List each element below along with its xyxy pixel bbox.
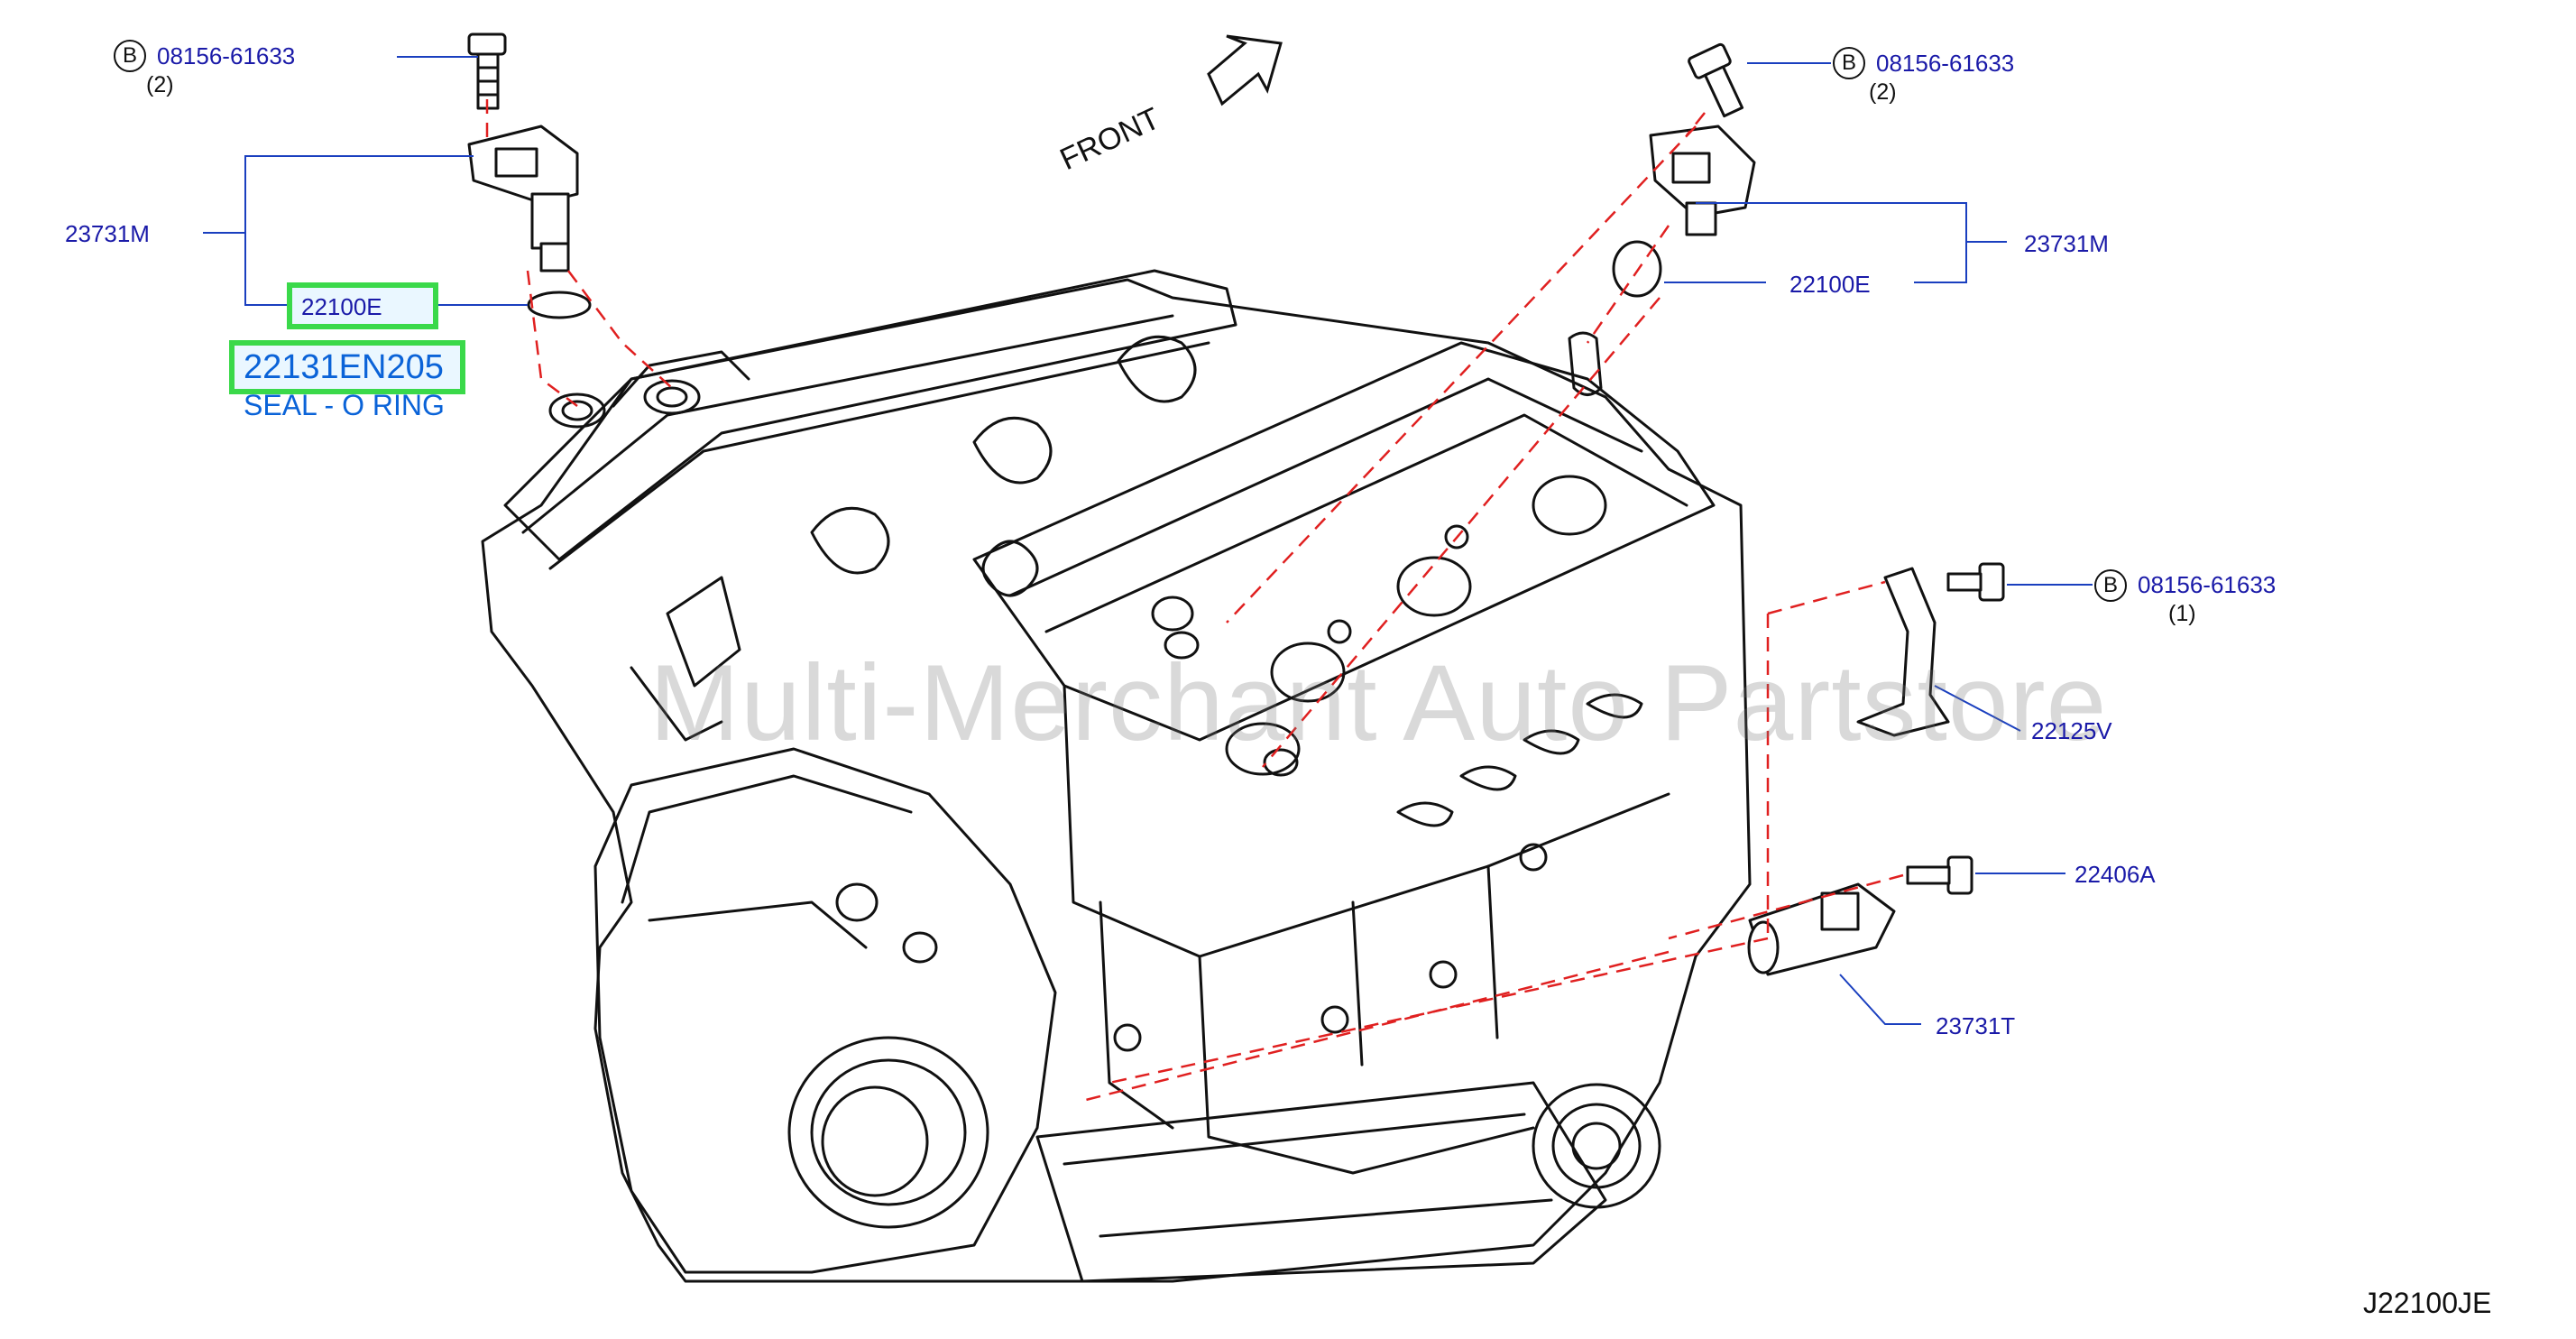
callout-sensor-right[interactable]: 23731M (2024, 230, 2109, 257)
callout-sensor-left[interactable]: 23731M (65, 220, 150, 247)
callout-sensor-knock[interactable]: 23731T (1936, 1012, 2016, 1039)
oil-pan (1035, 1081, 1607, 1283)
callout-bolt-bracket[interactable]: 08156-61633 (2138, 571, 2277, 598)
qty-bolt-bracket: (1) (2168, 601, 2196, 626)
left-cylinder-head (503, 269, 1237, 561)
bracket (1856, 567, 1950, 737)
bolt-knock (1906, 855, 1973, 895)
right-cylinder-head (972, 341, 1716, 742)
highlight-box-part-number (229, 340, 465, 394)
callout-seal-right[interactable]: 22100E (1789, 271, 1871, 298)
bolt-top-left (467, 32, 507, 110)
sensor-left (467, 125, 579, 272)
callout-bolt-knock[interactable]: 22406A (2075, 861, 2156, 888)
highlight-box-seal-left (287, 282, 438, 329)
qty-bolt-top-left: (2) (146, 72, 174, 97)
diagram-code: J22100JE (2363, 1287, 2492, 1319)
bolt-marker-top-left: B (114, 40, 146, 72)
callout-bolt-top-left[interactable]: 08156-61633 (157, 42, 296, 69)
engine-block-outline (481, 278, 1752, 1283)
highlighted-part-number[interactable]: 22131EN205 (244, 348, 444, 386)
qty-bolt-top-right: (2) (1869, 79, 1897, 105)
callout-bolt-top-right[interactable]: 08156-61633 (1876, 50, 2015, 77)
bolt-bracket (1946, 562, 2005, 602)
callout-seal-left[interactable]: 22100E (301, 293, 382, 320)
watermark-text: Multi-Merchant Auto Partstore (649, 642, 2108, 763)
bolt-marker-top-right: B (1833, 47, 1865, 79)
timing-cover (593, 747, 1057, 1274)
sensor-right (1649, 125, 1756, 236)
bolt-marker-bracket: B (2094, 569, 2127, 602)
crank-seal-bore (787, 1036, 989, 1229)
bolt-top-right (1688, 42, 1744, 118)
highlighted-part-description: SEAL - O RING (244, 389, 445, 421)
sensor-knock (1747, 882, 1896, 976)
seal-left (527, 291, 592, 319)
callout-bracket[interactable]: 22125V (2031, 717, 2112, 744)
